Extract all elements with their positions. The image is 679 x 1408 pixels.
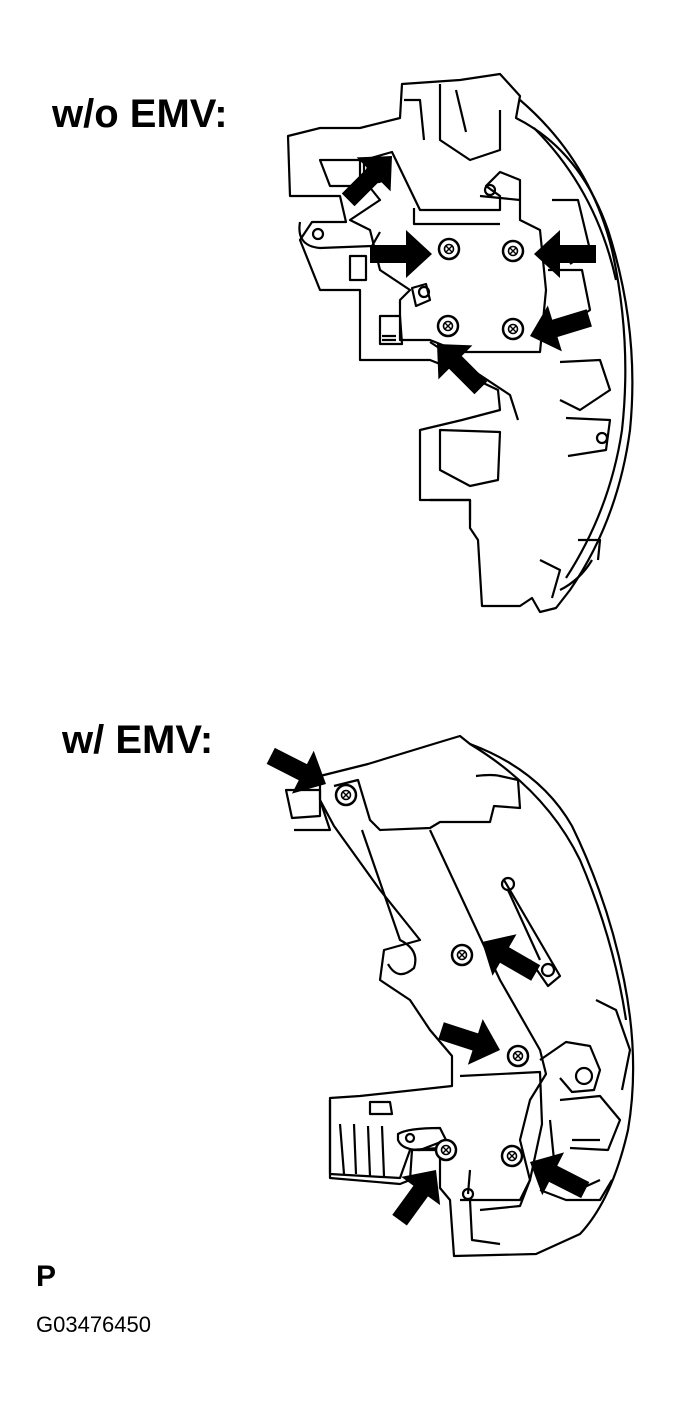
figure-code: G03476450 (36, 1312, 151, 1337)
screw-icon (506, 1044, 530, 1068)
arrow-icon (522, 294, 597, 359)
arrow-icon (259, 734, 337, 806)
arrow-icon (380, 1155, 456, 1235)
screws-with-emv (334, 783, 530, 1168)
view-label-with-emv: w/ EMV: (62, 718, 214, 762)
arrow-icon (470, 921, 548, 994)
screw-icon (434, 1138, 458, 1162)
assembly-with-emv (284, 734, 635, 1258)
arrow-icon (420, 327, 498, 405)
screw-icon (500, 1144, 524, 1168)
view-label-without-emv: w/o EMV: (52, 92, 228, 136)
screw-icon (450, 943, 474, 967)
screw-icon (501, 239, 525, 263)
screw-icon (436, 314, 460, 338)
arrows-without-emv (331, 139, 597, 405)
screw-icon (334, 783, 358, 807)
screw-icon (437, 237, 461, 261)
screw-icon (501, 317, 525, 341)
arrow-icon (433, 1008, 508, 1073)
p-mark: P (36, 1260, 57, 1293)
assembly-without-emv (286, 72, 634, 614)
